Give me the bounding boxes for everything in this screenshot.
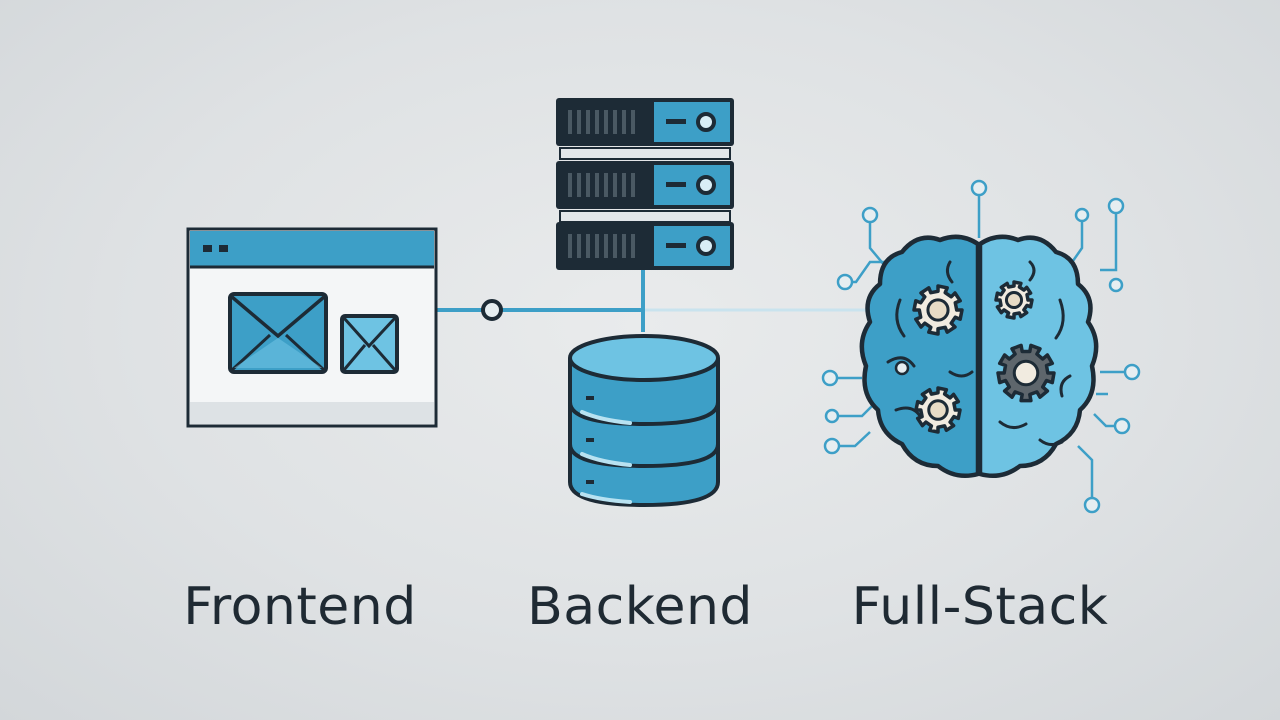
circuit-traces xyxy=(830,195,1132,500)
circuit-nodes xyxy=(821,179,1141,514)
server-unit-3 xyxy=(556,222,734,270)
backend-label: Backend xyxy=(527,577,753,637)
brain-left-hemisphere xyxy=(859,234,981,478)
frontend-label: Frontend xyxy=(183,577,417,637)
database-icon xyxy=(568,334,720,508)
gear-icon-2 xyxy=(994,280,1034,320)
large-envelope-icon xyxy=(228,292,328,374)
gear-icon-1 xyxy=(912,284,964,336)
connector-node xyxy=(481,299,503,321)
server-unit-1 xyxy=(556,98,734,146)
server-rack-icon xyxy=(556,98,734,270)
browser-window-icon xyxy=(186,227,438,428)
gear-icon-3 xyxy=(996,343,1056,403)
gear-icon-4 xyxy=(914,386,962,434)
fullstack-label: Full-Stack xyxy=(851,577,1109,637)
connector-lines xyxy=(436,268,880,332)
brain-with-gears-icon xyxy=(859,234,1099,478)
small-envelope-icon xyxy=(340,314,399,374)
server-unit-2 xyxy=(556,161,734,209)
